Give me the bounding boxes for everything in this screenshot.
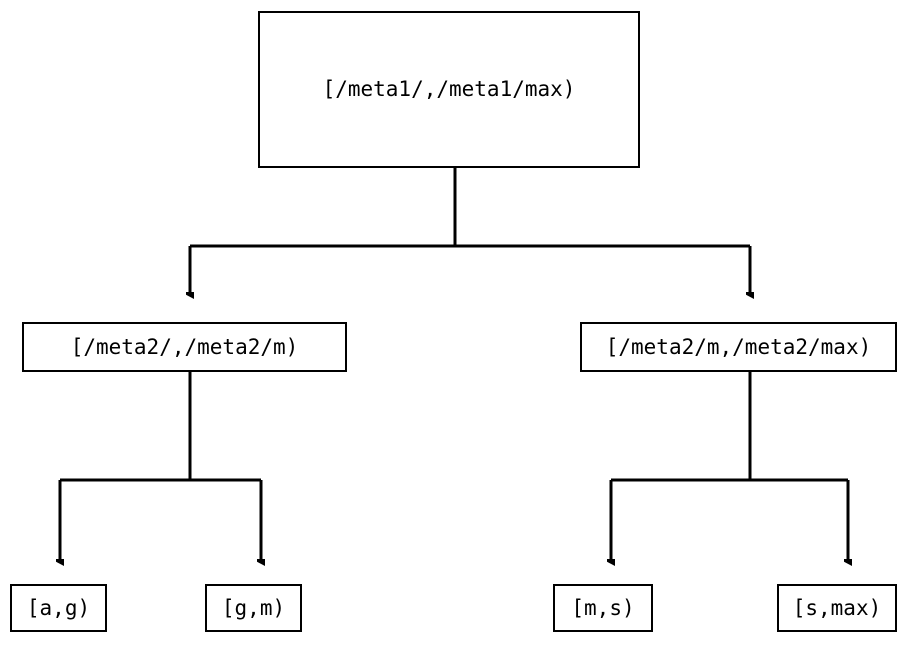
tree-node-l2-left-label: [/meta2/,/meta2/m) <box>70 334 299 359</box>
tree-node-root[interactable]: [/meta1/,/meta1/max) <box>258 11 640 168</box>
tree-node-leaf-gm-label: [g,m) <box>221 595 286 620</box>
tree-node-root-label: [/meta1/,/meta1/max) <box>322 77 576 101</box>
tree-node-leaf-ms[interactable]: [m,s) <box>553 584 653 632</box>
tree-node-leaf-smax-label: [s,max) <box>792 595 882 620</box>
tree-node-leaf-ag-label: [a,g) <box>26 595 91 620</box>
tree-node-leaf-gm[interactable]: [g,m) <box>205 584 302 632</box>
tree-node-l2-right-label: [/meta2/m,/meta2/max) <box>605 334 872 359</box>
tree-node-l2-left[interactable]: [/meta2/,/meta2/m) <box>22 322 347 372</box>
tree-node-leaf-smax[interactable]: [s,max) <box>777 584 897 632</box>
tree-node-leaf-ag[interactable]: [a,g) <box>10 584 107 632</box>
tree-node-leaf-ms-label: [m,s) <box>571 595 635 620</box>
tree-node-l2-right[interactable]: [/meta2/m,/meta2/max) <box>580 322 897 372</box>
